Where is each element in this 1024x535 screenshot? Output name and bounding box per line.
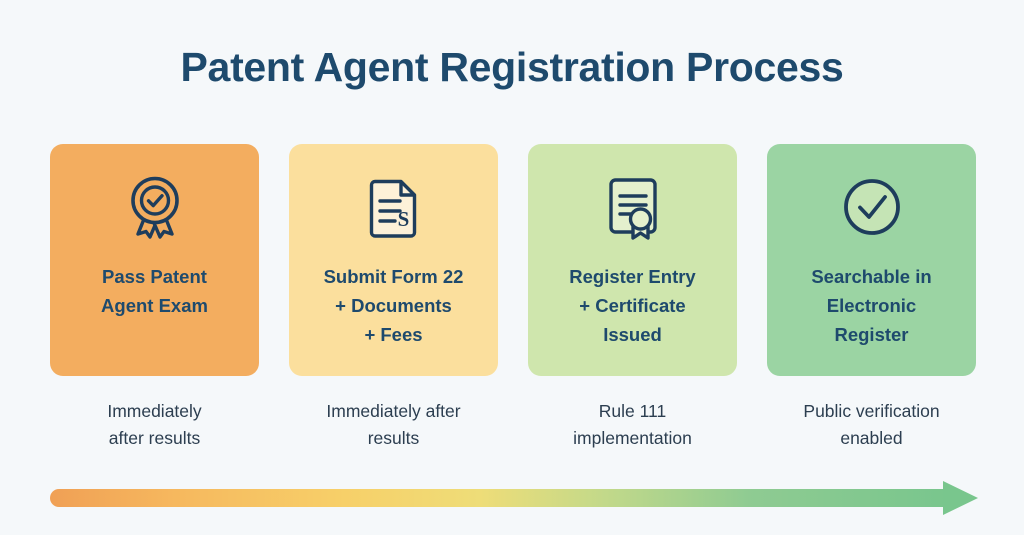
check-circle-icon <box>835 170 909 244</box>
step-card-2-label: Submit Form 22 + Documents + Fees <box>323 266 464 345</box>
step-card-1-label: Pass Patent Agent Exam <box>101 266 208 316</box>
step-card-4[interactable]: Searchable in Electronic Register <box>767 144 976 376</box>
step-card-2[interactable]: S Submit Form 22 + Documents + Fees <box>289 144 498 376</box>
step-captions-row: Immediately after results Immediately af… <box>50 398 976 452</box>
step-caption-2: Immediately after results <box>326 401 461 448</box>
process-flow-arrow-head <box>943 481 978 515</box>
step-caption-1: Immediately after results <box>107 401 202 448</box>
svg-text:S: S <box>397 207 409 231</box>
process-steps-row: Pass Patent Agent Exam S Submit Form 22 … <box>50 144 976 376</box>
step-card-4-label: Searchable in Electronic Register <box>811 266 932 345</box>
award-badge-icon <box>118 170 192 244</box>
certificate-seal-icon <box>596 170 670 244</box>
step-caption-4: Public verification enabled <box>803 401 940 448</box>
page-title: Patent Agent Registration Process <box>180 44 844 90</box>
document-fee-icon: S <box>357 170 431 244</box>
process-flow-arrow <box>50 481 978 515</box>
step-card-3-label: Register Entry + Certificate Issued <box>569 266 696 345</box>
step-card-3[interactable]: Register Entry + Certificate Issued <box>528 144 737 376</box>
step-card-1[interactable]: Pass Patent Agent Exam <box>50 144 259 376</box>
process-flow-arrow-bar <box>50 489 946 507</box>
step-caption-3: Rule 111 implementation <box>573 401 692 448</box>
